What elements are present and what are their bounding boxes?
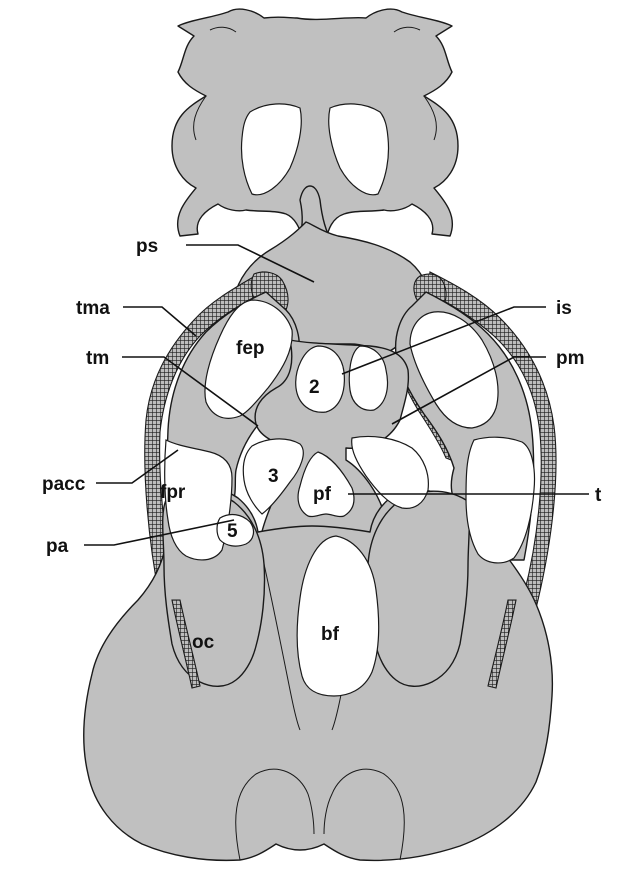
otic-capsule-right [367,491,469,686]
label-tma: tma [76,298,110,319]
label-t: t [595,485,602,506]
label-2: 2 [309,377,320,398]
label-5: 5 [227,521,238,542]
label-pm: pm [556,348,585,369]
label-3: 3 [268,466,279,487]
label-ps: ps [136,236,158,257]
label-bf: bf [321,624,340,645]
label-pf: pf [313,484,332,505]
label-oc: oc [192,632,215,653]
label-fep: fep [236,338,265,359]
label-pacc: pacc [42,474,86,495]
label-tm: tm [86,348,109,369]
label-pa: pa [46,536,69,557]
label-is: is [556,298,572,319]
label-fpr: fpr [160,482,186,503]
